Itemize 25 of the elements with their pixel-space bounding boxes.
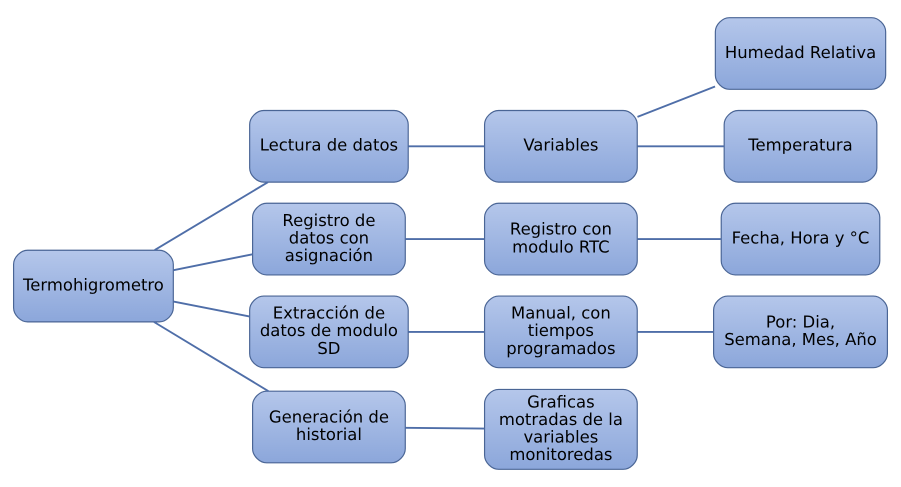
connector bbox=[637, 330, 714, 333]
connector bbox=[405, 238, 484, 240]
connector bbox=[405, 426, 484, 430]
node-box: Fecha, Hora y °C bbox=[720, 202, 880, 276]
connector bbox=[637, 145, 724, 148]
node-box: Lectura de datos bbox=[249, 110, 409, 183]
node-box: Humedad Relativa bbox=[714, 17, 886, 90]
node-box: Termohigrometro bbox=[13, 250, 174, 322]
node-box: Por: Dia, Semana, Mes, Año bbox=[713, 295, 888, 368]
node-box: Registro de datos con asignación bbox=[252, 202, 406, 276]
connector bbox=[637, 238, 721, 240]
connector bbox=[154, 321, 269, 392]
connector bbox=[637, 86, 716, 118]
connector bbox=[173, 300, 250, 318]
node-box: Graficas motradas de la variables monitoredas bbox=[484, 388, 638, 470]
node-box: Registro con modulo RTC bbox=[484, 202, 638, 276]
node-box: Manual, con tiempos programados bbox=[484, 295, 638, 368]
connector bbox=[408, 330, 484, 333]
node-box: Temperatura bbox=[724, 110, 878, 183]
node-box: Extracción de datos de modulo SD bbox=[249, 295, 409, 368]
node-box: Generación de historial bbox=[252, 390, 406, 464]
connector bbox=[408, 145, 484, 148]
connector bbox=[154, 181, 268, 251]
connector bbox=[173, 253, 253, 272]
node-box: Variables bbox=[484, 110, 638, 183]
